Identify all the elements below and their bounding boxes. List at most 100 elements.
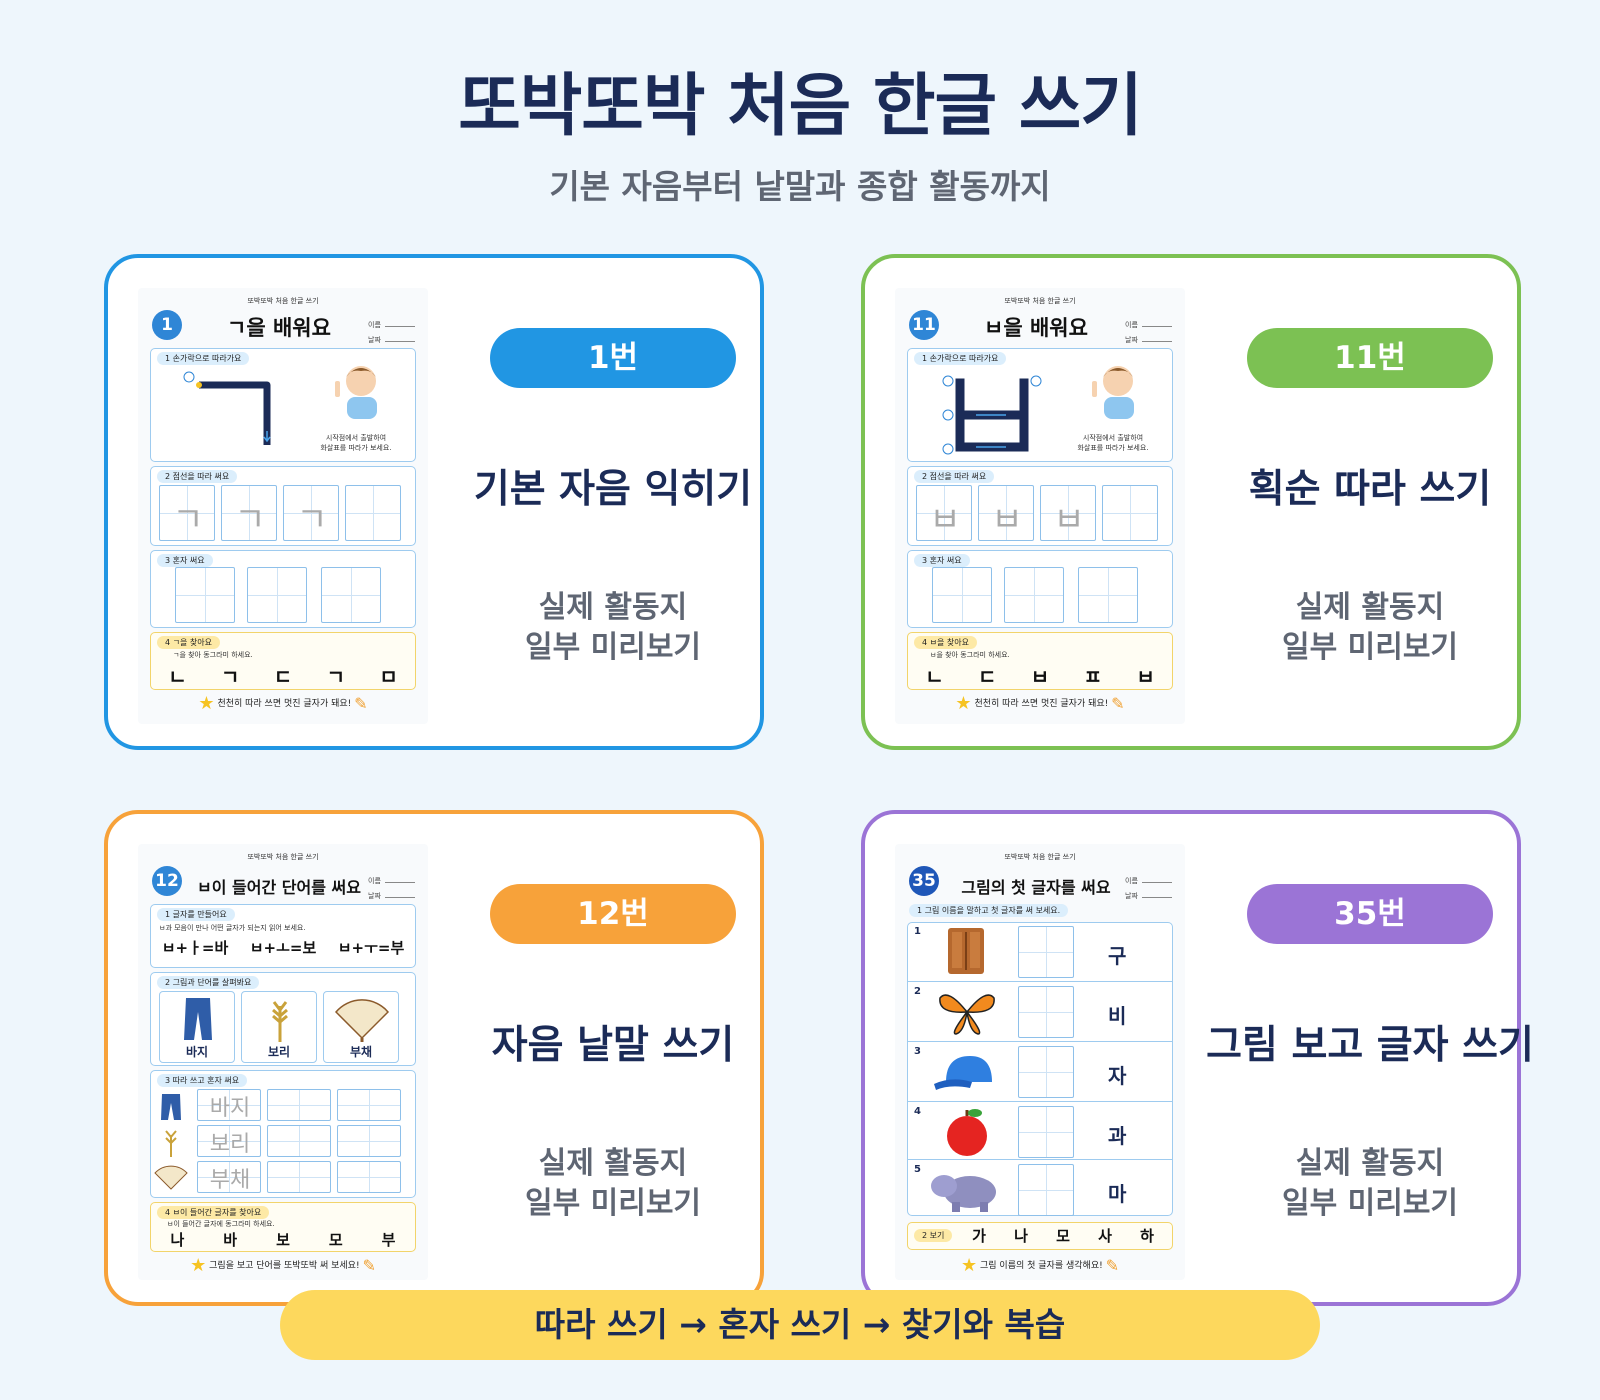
preview-line-2: 일부 미리보기 bbox=[1281, 1186, 1459, 1221]
answer-char: 구 bbox=[1108, 944, 1127, 968]
find-item[interactable]: 모 bbox=[328, 1231, 343, 1249]
find-item[interactable]: ㅂ bbox=[1030, 665, 1050, 689]
name-line bbox=[1141, 882, 1172, 883]
find-row: 나 바 보 모 부 bbox=[151, 1229, 415, 1250]
badge-11: 11번 bbox=[1247, 328, 1493, 388]
write-box[interactable] bbox=[1018, 1046, 1074, 1098]
find-item[interactable]: 나 bbox=[170, 1231, 185, 1249]
trace-box[interactable]: ㅂ bbox=[1040, 485, 1096, 541]
name-line bbox=[384, 326, 415, 327]
picture-row: 2 비 bbox=[908, 981, 1172, 1042]
write-box[interactable] bbox=[1018, 986, 1074, 1038]
trace-box[interactable]: ㅂ bbox=[978, 485, 1034, 541]
jeans-icon bbox=[184, 998, 212, 1040]
trace-box[interactable]: 바지 bbox=[197, 1089, 261, 1121]
preview-line-1: 실제 활동지 bbox=[1295, 590, 1445, 625]
row-number: 5 bbox=[914, 1164, 921, 1175]
trace-word: 바지 bbox=[209, 1096, 251, 1121]
jeans-icon bbox=[161, 1094, 181, 1120]
ws-header: 또박또박 처음 한글 쓰기 bbox=[1004, 297, 1076, 305]
trace-box[interactable]: ㅂ bbox=[916, 485, 972, 541]
trace-box[interactable]: ㄱ bbox=[221, 485, 277, 541]
combo-item: ㅂ+ㅏ=바 bbox=[161, 939, 229, 957]
ws-section-3: 3 혼자 써요 bbox=[150, 550, 416, 628]
badge-1: 1번 bbox=[490, 328, 736, 388]
write-box[interactable] bbox=[1018, 1106, 1074, 1158]
section-label: 1 글자를 만들어요 bbox=[157, 908, 235, 921]
ws-section-4: 4 ㅂ을 찾아요 ㅂ을 찾아 동그라미 하세요. ㄴ ㄷ ㅂ ㅍ ㅂ bbox=[907, 632, 1173, 690]
answer-char: 마 bbox=[1108, 1182, 1127, 1206]
find-item[interactable]: 바 bbox=[223, 1231, 238, 1249]
note-line-2: 화살표를 따라가 보세요. bbox=[1077, 444, 1149, 452]
ws-title: ㅂ을 배워요 bbox=[984, 316, 1088, 340]
find-item[interactable]: ㅂ bbox=[1136, 665, 1155, 689]
write-box[interactable] bbox=[267, 1089, 331, 1121]
process-banner: 따라 쓰기 → 혼자 쓰기 → 찾기와 복습 bbox=[280, 1290, 1320, 1360]
find-item[interactable]: ㄱ bbox=[326, 665, 345, 689]
badge-12: 12번 bbox=[490, 884, 736, 944]
trace-box[interactable]: ㄱ bbox=[159, 485, 215, 541]
find-item[interactable]: ㄴ bbox=[925, 665, 944, 689]
footer-text: 천천히 따라 쓰면 멋진 글자가 돼요! bbox=[974, 699, 1109, 709]
preview-line-2: 일부 미리보기 bbox=[524, 630, 702, 665]
write-box[interactable] bbox=[1102, 485, 1158, 541]
word-card: 바지 bbox=[159, 991, 235, 1063]
find-item[interactable]: ㄷ bbox=[977, 665, 997, 689]
ws-footer: ★ 그림 이름의 첫 글자를 생각해요! ✎ bbox=[895, 1255, 1185, 1276]
write-box[interactable] bbox=[1004, 567, 1064, 623]
choice-item[interactable]: 사 bbox=[1098, 1227, 1112, 1245]
find-item[interactable]: ㅁ bbox=[379, 665, 398, 689]
find-item[interactable]: ㄱ bbox=[220, 665, 240, 689]
trace-box[interactable]: 부채 bbox=[197, 1161, 261, 1193]
name-label: 이름 bbox=[1125, 321, 1138, 329]
write-box[interactable] bbox=[1078, 567, 1138, 623]
find-item[interactable]: 보 bbox=[276, 1231, 290, 1249]
write-box[interactable] bbox=[337, 1161, 401, 1193]
write-box[interactable] bbox=[267, 1125, 331, 1157]
card-headline: 그림 보고 글자 쓰기 bbox=[1206, 1023, 1534, 1068]
date-label: 날짜 bbox=[368, 892, 381, 900]
write-box[interactable] bbox=[321, 567, 381, 623]
section-note: ㄱ을 찾아 동그라미 하세요. bbox=[173, 651, 253, 659]
word-card: 부채 bbox=[323, 991, 399, 1063]
answer-char: 비 bbox=[1108, 1004, 1127, 1028]
choice-item[interactable]: 나 bbox=[1014, 1227, 1028, 1245]
section-label: 4 ㄱ을 찾아요 bbox=[157, 636, 220, 649]
pencil-icon: ✎ bbox=[1111, 694, 1125, 713]
find-item[interactable]: ㄷ bbox=[273, 665, 293, 689]
trace-box[interactable]: 보리 bbox=[197, 1125, 261, 1157]
trace-char: ㄱ bbox=[234, 500, 266, 540]
ws-header: 또박또박 처음 한글 쓰기 bbox=[247, 853, 319, 861]
choice-item[interactable]: 하 bbox=[1140, 1227, 1154, 1245]
ws-title: 그림의 첫 글자를 써요 bbox=[961, 878, 1111, 897]
write-box[interactable] bbox=[337, 1089, 401, 1121]
choice-item[interactable]: 모 bbox=[1056, 1227, 1070, 1245]
write-box[interactable] bbox=[1018, 1164, 1074, 1216]
write-box[interactable] bbox=[932, 567, 992, 623]
row-number: 3 bbox=[914, 1046, 921, 1057]
write-box[interactable] bbox=[345, 485, 401, 541]
find-item[interactable]: 부 bbox=[381, 1231, 396, 1249]
write-box[interactable] bbox=[175, 567, 235, 623]
date-label: 날짜 bbox=[1125, 336, 1138, 344]
write-box[interactable] bbox=[337, 1125, 401, 1157]
trace-box[interactable]: ㄱ bbox=[283, 485, 339, 541]
fan-icon bbox=[334, 999, 390, 1042]
write-box[interactable] bbox=[247, 567, 307, 623]
choice-item[interactable]: 가 bbox=[972, 1227, 986, 1245]
write-box[interactable] bbox=[1018, 926, 1074, 978]
find-item[interactable]: ㅍ bbox=[1083, 665, 1102, 689]
date-label: 날짜 bbox=[368, 336, 381, 344]
find-item[interactable]: ㄴ bbox=[168, 665, 187, 689]
write-box[interactable] bbox=[267, 1161, 331, 1193]
